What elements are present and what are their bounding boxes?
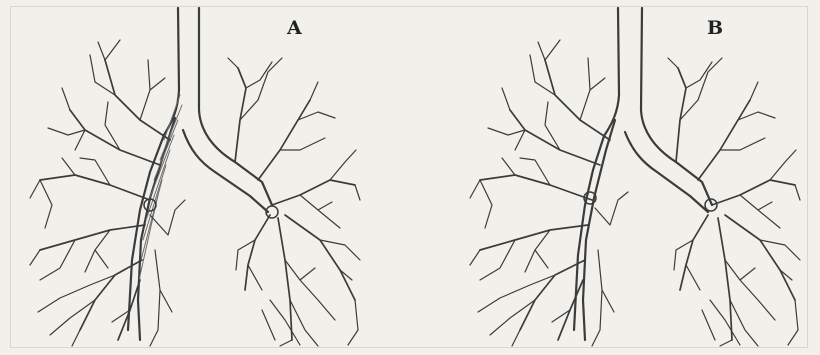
bronchial-tree-b bbox=[410, 0, 820, 355]
right-bronchus-inner bbox=[625, 132, 708, 212]
panel-label-a: A bbox=[287, 17, 302, 39]
left-lung-branches bbox=[30, 40, 185, 346]
trachea-left-wall bbox=[574, 8, 619, 330]
trachea-left-wall bbox=[128, 8, 179, 330]
right-lung-branches bbox=[668, 58, 800, 346]
bronchial-tree-a bbox=[0, 0, 410, 355]
panel-a: A bbox=[0, 0, 410, 355]
panel-label-b: B bbox=[707, 17, 723, 39]
right-bronchus-inner bbox=[183, 130, 268, 212]
left-lung-branches bbox=[470, 40, 628, 346]
panel-b: B bbox=[410, 0, 820, 355]
right-lung-branches bbox=[228, 58, 360, 346]
